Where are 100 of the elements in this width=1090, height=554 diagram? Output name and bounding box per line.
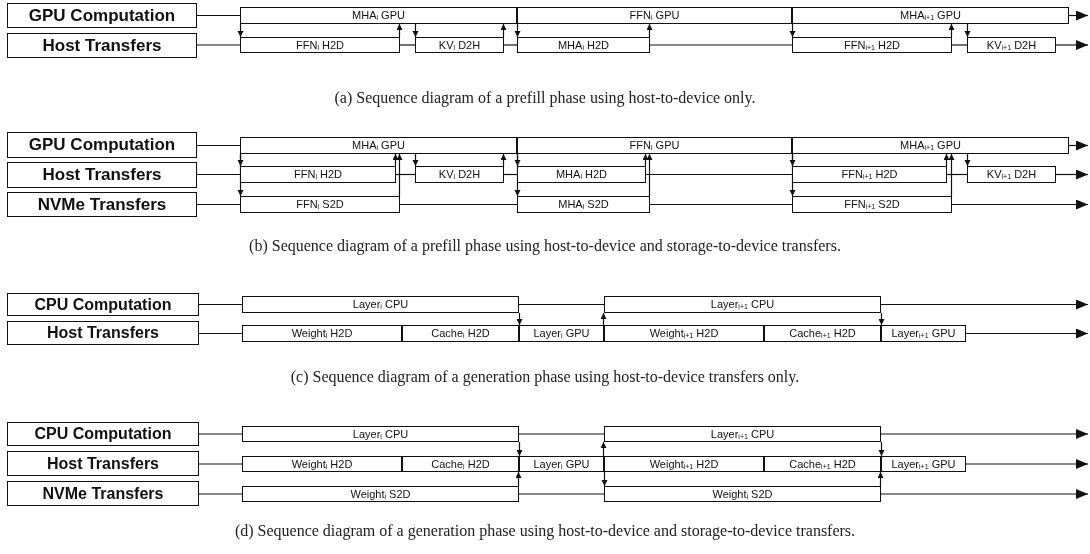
lane-line: [196, 44, 241, 46]
task-box: Layer$_{i+1}$ CPU: [604, 296, 881, 313]
task-box: Weight$_{i+1}$ H2D: [604, 325, 764, 342]
lane-label: GPU Computation: [7, 132, 197, 158]
task-box: MHA$_{i}$ H2D: [517, 37, 650, 53]
arrow: [964, 23, 971, 38]
lane-line: [503, 44, 518, 46]
arrow: [601, 471, 608, 487]
task-box: FFN$_{i}$ H2D: [240, 166, 396, 183]
lane-line: [649, 44, 793, 46]
task-box: Cache$_{i}$ H2D: [402, 456, 519, 472]
lane-label: CPU Computation: [7, 293, 199, 316]
lane-label: CPU Computation: [7, 422, 199, 446]
arrow: [877, 471, 884, 487]
caption: (c) Sequence diagram of a generation phase using host-to-device transfers only.: [290, 368, 800, 386]
arrow: [880, 299, 1089, 310]
arrow: [646, 23, 653, 38]
arrow: [1068, 140, 1089, 151]
task-box: FFN$_{i}$ H2D: [240, 37, 400, 53]
lane-line: [518, 493, 605, 495]
task-box: Cache$_{i+1}$ H2D: [764, 456, 881, 472]
arrow: [880, 429, 1089, 439]
arrow: [878, 441, 885, 457]
arrow: [965, 459, 1089, 469]
arrow: [1068, 10, 1089, 21]
caption: (b) Sequence diagram of a prefill phase using host-to-device and storage-to-device transfers.: [249, 237, 841, 255]
lane-label: Host Transfers: [7, 321, 199, 345]
lane-line: [946, 173, 968, 176]
task-box: FFN$_{i}$ GPU: [517, 7, 792, 24]
task-box: KV$_{i}$ D2H: [415, 166, 504, 183]
lane-line: [649, 203, 793, 206]
task-box: MHA$_{i}$ GPU: [240, 7, 517, 24]
arrow: [514, 23, 521, 38]
arrow: [515, 471, 522, 487]
lane-line: [399, 44, 416, 46]
arrow: [600, 312, 607, 326]
lane-line: [196, 144, 241, 147]
arrow: [412, 153, 419, 167]
lane-label: Host Transfers: [7, 33, 197, 58]
task-box: FFN$_{i+1}$ S2D: [792, 196, 952, 213]
arrow: [412, 23, 419, 38]
lane-label: NVMe Transfers: [7, 481, 199, 506]
task-box: KV$_{i+1}$ D2H: [967, 166, 1056, 183]
task-box: Cache$_{i}$ H2D: [402, 325, 519, 342]
arrow: [1055, 40, 1089, 50]
lane-line: [196, 173, 241, 176]
arrow: [392, 153, 399, 167]
task-box: Layer$_{i+1}$ GPU: [881, 456, 966, 472]
arrow: [789, 23, 796, 38]
lane-line: [198, 433, 243, 435]
lane-line: [198, 493, 243, 495]
arrow: [965, 328, 1089, 339]
lane-line: [198, 303, 243, 306]
task-box: Weight$_{i}$ S2D: [242, 486, 519, 502]
task-box: FFN$_{i+1}$ H2D: [792, 37, 952, 53]
task-box: Weight$_{i+1}$ H2D: [604, 456, 764, 472]
caption: (a) Sequence diagram of a prefill phase using host-to-device only.: [334, 89, 756, 107]
arrow: [948, 153, 955, 197]
lane-label: Host Transfers: [7, 451, 199, 476]
lane-line: [951, 44, 968, 46]
arrow: [600, 441, 607, 457]
arrow: [1055, 169, 1089, 180]
arrow: [878, 312, 885, 326]
task-box: Weight$_{i}$ H2D: [242, 325, 402, 342]
task-box: Weight$_{i}$ S2D: [604, 486, 881, 502]
task-box: MHA$_{i+1}$ GPU: [792, 7, 1069, 24]
lane-label: NVMe Transfers: [7, 192, 197, 217]
lane-label: GPU Computation: [7, 3, 197, 28]
task-box: MHA$_{i}$ H2D: [517, 166, 646, 183]
caption: (d) Sequence diagram of a generation phase using host-to-device and storage-to-device transfers.: [234, 522, 856, 540]
arrow: [943, 153, 950, 167]
arrow: [396, 153, 403, 197]
arrow: [642, 153, 649, 167]
task-box: MHA$_{i+1}$ GPU: [792, 137, 1069, 154]
lane-line: [645, 173, 793, 176]
lane-line: [196, 203, 241, 206]
task-box: Layer$_{i}$ GPU: [519, 325, 604, 342]
arrow: [516, 441, 523, 457]
arrow: [951, 199, 1089, 210]
task-box: MHA$_{i}$ GPU: [240, 137, 517, 154]
lane-line: [198, 463, 243, 465]
task-box: Layer$_{i+1}$ GPU: [881, 325, 966, 342]
lane-line: [518, 303, 605, 306]
task-box: KV$_{i+1}$ D2H: [967, 37, 1056, 53]
task-box: Layer$_{i}$ CPU: [242, 426, 519, 442]
task-box: Layer$_{i+1}$ CPU: [604, 426, 881, 442]
task-box: FFN$_{i}$ GPU: [517, 137, 792, 154]
lane-line: [518, 433, 605, 435]
lane-line: [198, 332, 243, 335]
task-box: FFN$_{i}$ S2D: [240, 196, 400, 213]
lane-line: [196, 14, 241, 17]
task-box: Cache$_{i+1}$ H2D: [764, 325, 881, 342]
arrow: [500, 23, 507, 38]
lane-label: Host Transfers: [7, 162, 197, 188]
arrow: [948, 23, 955, 38]
arrow: [237, 23, 244, 38]
task-box: MHA$_{i}$ S2D: [517, 196, 650, 213]
arrow: [964, 153, 971, 167]
arrow: [646, 153, 653, 197]
task-box: KV$_{i}$ D2H: [415, 37, 504, 53]
